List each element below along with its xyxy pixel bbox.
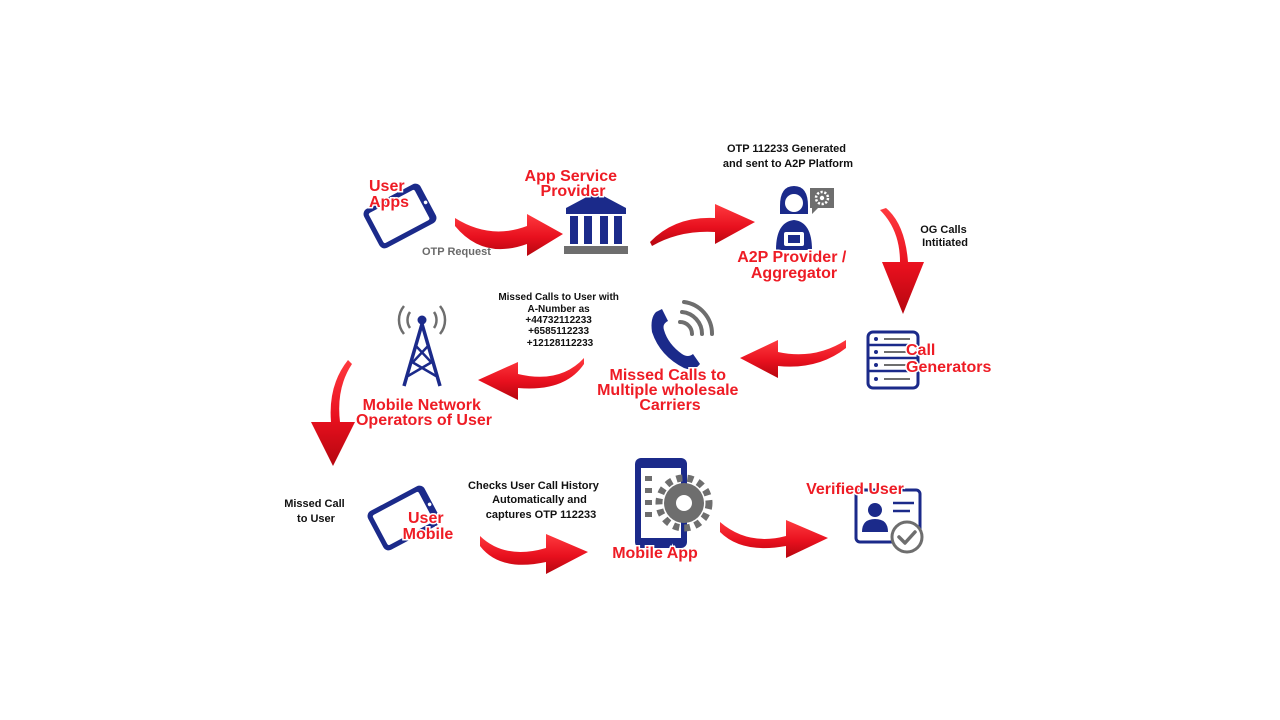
- a2p-provider-label: A2P Provider / Aggregator: [737, 249, 851, 282]
- phone-gear-icon: [635, 458, 713, 548]
- arrow-user-apps-to-asp: [455, 214, 563, 256]
- user-mobile-label: User Mobile: [403, 510, 454, 543]
- settings-bubble-icon: [810, 188, 834, 214]
- arrow-a2p-to-call-generators: [880, 208, 924, 314]
- arrow-call-generators-to-carriers: [740, 340, 846, 378]
- checks-history-annotation: Checks User Call History Automatically a…: [468, 480, 602, 521]
- mobile-network-operators-label: Mobile Network Operators of User: [356, 397, 492, 429]
- otp-request-annotation: OTP Request: [422, 246, 491, 258]
- app-service-provider-label: App Service Provider: [525, 168, 622, 200]
- missed-call-to-user-annotation: Missed Call to User: [284, 498, 348, 525]
- arrow-user-mobile-to-mobile-app: [480, 534, 588, 574]
- bank-building-icon: [564, 192, 628, 254]
- call-generators-label: Call Generators: [906, 342, 991, 376]
- phone-call-icon: [651, 300, 715, 370]
- arrow-carriers-to-mno: [478, 358, 584, 400]
- wholesale-carriers-label: Missed Calls to Multiple wholesale Carri…: [597, 367, 743, 414]
- cell-tower-icon: [397, 305, 447, 387]
- arrow-mno-to-user-mobile: [311, 360, 355, 466]
- smartphone-icon: [367, 485, 441, 551]
- operator-person-icon: [776, 186, 812, 250]
- verified-user-label: Verified User: [806, 481, 904, 498]
- smartphone-icon: [363, 183, 437, 249]
- missed-calls-numbers-annotation: Missed Calls to User with A-Number as +4…: [498, 292, 621, 349]
- server-rack-icon: [866, 330, 920, 390]
- og-calls-annotation: OG Calls Intitiated: [920, 224, 970, 249]
- mobile-app-label: Mobile App: [612, 545, 698, 562]
- arrow-mobile-app-to-verified-user: [720, 520, 828, 558]
- arrow-asp-to-a2p: [650, 204, 755, 246]
- user-apps-label: User Apps: [369, 178, 409, 211]
- otp-generated-annotation: OTP 112233 Generated and sent to A2P Pla…: [723, 143, 853, 170]
- verified-id-card-icon: [854, 488, 924, 554]
